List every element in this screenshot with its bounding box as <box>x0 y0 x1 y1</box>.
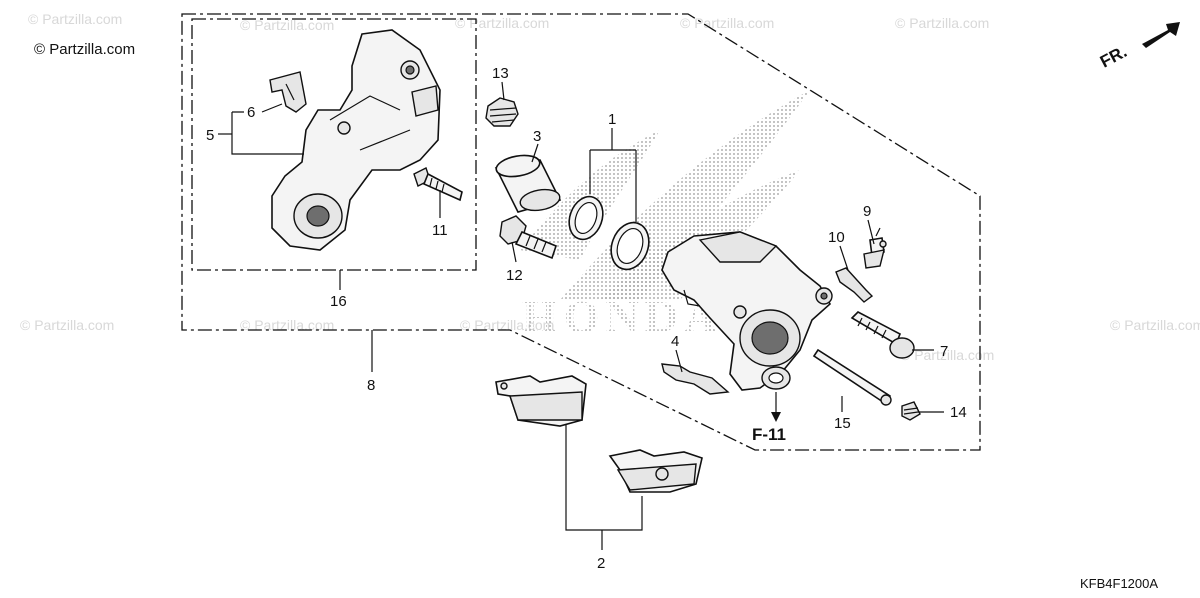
diagram-code: KFB4F1200A <box>1080 576 1158 591</box>
watermark-group: © Partzilla.com © Partzilla.com © Partzi… <box>20 11 1200 363</box>
watermark-text: © Partzilla.com <box>460 317 554 333</box>
callout-5: 5 <box>206 127 214 144</box>
pad-spring-part-4 <box>661 363 730 395</box>
watermark-text: © Partzilla.com <box>20 317 114 333</box>
callout-7: 7 <box>940 343 948 360</box>
callout-16: 16 <box>330 293 347 310</box>
callout-8: 8 <box>367 377 375 394</box>
pin-bolt-part-11 <box>413 167 463 202</box>
callout-10: 10 <box>828 229 845 246</box>
bleeder-screw-part-9 <box>863 227 887 269</box>
reference-label: F-11 <box>752 425 786 444</box>
callout-9: 9 <box>863 203 871 220</box>
watermark-text-top-left: © Partzilla.com <box>34 41 135 58</box>
watermark-text: © Partzilla.com <box>900 347 994 363</box>
callout-6: 6 <box>247 104 255 121</box>
callout-leaders <box>218 81 944 550</box>
plug-part-14 <box>901 401 921 421</box>
callout-14: 14 <box>950 404 967 421</box>
assembly-boundary-16 <box>191 18 477 271</box>
caliper-bracket-part <box>271 29 441 251</box>
pad-pin-part-15 <box>812 348 892 406</box>
callout-1: 1 <box>608 111 616 128</box>
slide-pin-part-7 <box>850 311 915 359</box>
brand-wordmark: HONDA <box>522 291 723 342</box>
callout-12: 12 <box>506 267 523 284</box>
watermark-text: © Partzilla.com <box>895 15 989 31</box>
watermark-text: © Partzilla.com <box>680 15 774 31</box>
callout-11: 11 <box>432 222 448 239</box>
assembly-boundary-8 <box>181 13 981 451</box>
callout-13: 13 <box>492 65 509 82</box>
callout-15: 15 <box>834 415 851 432</box>
caliper-body-part <box>661 231 833 391</box>
bolt-part-13 <box>485 97 519 127</box>
seal-set-part-1 <box>568 195 650 271</box>
watermark-text: © Partzilla.com <box>240 17 334 33</box>
front-label: FR. <box>1097 42 1130 72</box>
reference-arrow-icon <box>771 412 781 422</box>
piston-part-3 <box>494 154 562 213</box>
watermark-text: © Partzilla.com <box>1110 317 1200 333</box>
callout-numbers: 1 2 3 4 5 6 7 8 9 10 11 12 13 14 15 16 <box>206 65 967 572</box>
watermark-text: © Partzilla.com <box>240 317 334 333</box>
callout-3: 3 <box>533 128 541 145</box>
bolt-part-12 <box>499 215 557 260</box>
callout-4: 4 <box>671 333 679 350</box>
front-arrow-icon <box>1142 22 1180 48</box>
brake-pad-part-2 <box>495 375 703 493</box>
watermark-text: © Partzilla.com <box>455 15 549 31</box>
pad-retainer-part-6 <box>269 71 307 113</box>
callout-2: 2 <box>597 555 605 572</box>
bleeder-cap-part-10 <box>835 267 874 303</box>
watermark-text: © Partzilla.com <box>28 11 122 27</box>
front-direction-indicator: FR. <box>1097 22 1180 72</box>
